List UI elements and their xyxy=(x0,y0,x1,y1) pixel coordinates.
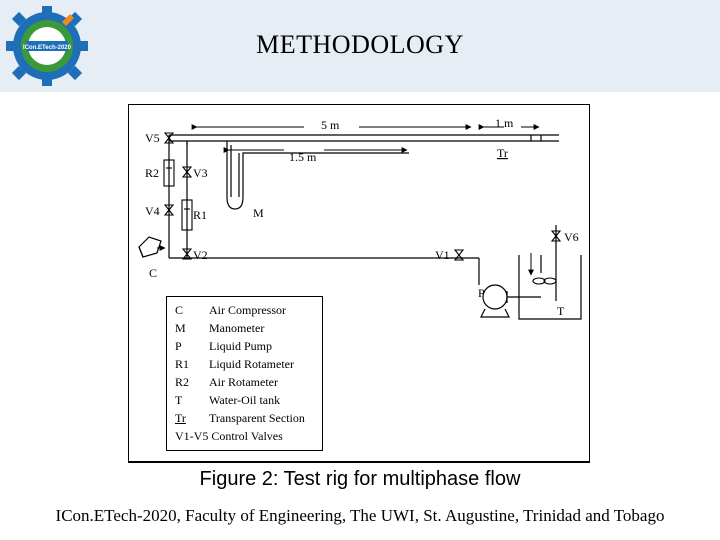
compressor xyxy=(138,236,162,258)
label-v4: V4 xyxy=(145,204,160,218)
legend-description: Transparent Section xyxy=(209,411,305,425)
legend-code: Tr xyxy=(175,411,186,425)
footer-text: ICon.ETech-2020, Faculty of Engineering,… xyxy=(55,506,665,525)
label-r1: R1 xyxy=(193,208,207,222)
legend-code: R1 xyxy=(175,357,190,371)
legend-description: Air Compressor xyxy=(209,303,286,317)
legend-description: Manometer xyxy=(209,321,265,335)
tank-stirrer xyxy=(532,277,557,285)
legend-item: V1-V5 Control Valves xyxy=(175,430,283,443)
label-15m: 1.5 m xyxy=(289,150,317,164)
legend-code: T xyxy=(175,393,183,407)
valve-group xyxy=(163,132,562,261)
legend-code: V1-V5 xyxy=(175,429,209,443)
legend-code: M xyxy=(175,321,186,335)
figure-caption: Figure 2: Test rig for multiphase flow xyxy=(199,468,521,490)
label-c: C xyxy=(149,266,157,280)
legend-description: Water-Oil tank xyxy=(209,393,281,407)
legend-description: Liquid Pump xyxy=(209,339,273,353)
label-v2: V2 xyxy=(193,248,208,262)
label-1m: 1 m xyxy=(495,116,514,130)
dimension-arrows xyxy=(157,124,540,276)
label-v1: V1 xyxy=(435,248,450,262)
label-v6: V6 xyxy=(564,230,579,244)
legend-description: Control Valves xyxy=(211,429,283,443)
label-v5: V5 xyxy=(145,131,160,145)
legend-code: C xyxy=(175,303,184,317)
conference-logo: ICon.ETech-2020 xyxy=(4,4,90,88)
valve-v4 xyxy=(163,204,175,216)
legend-item: Tr Transparent Section xyxy=(175,412,305,425)
rotameter-r2 xyxy=(163,159,175,187)
legend-item: R2 Air Rotameter xyxy=(175,376,278,389)
legend-item: P Liquid Pump xyxy=(175,340,272,353)
header-band xyxy=(0,0,720,92)
legend-item: C Air Compressor xyxy=(175,304,286,317)
label-tr: Tr xyxy=(497,146,508,160)
label-t: T xyxy=(557,304,565,318)
label-v3: V3 xyxy=(193,166,208,180)
valve-v5 xyxy=(163,132,175,144)
test-rig-diagram: V5 R2 V3 V4 R1 M V2 C V1 V6 P T Tr 5 m 1… xyxy=(128,104,590,463)
valve-v2 xyxy=(181,248,193,260)
valve-v3 xyxy=(181,166,193,178)
valve-v1 xyxy=(453,249,465,261)
legend-item: R1 Liquid Rotameter xyxy=(175,358,294,371)
pipe-network xyxy=(168,134,582,320)
legend-description: Liquid Rotameter xyxy=(209,357,294,371)
label-p: P xyxy=(478,286,485,300)
legend-description: Air Rotameter xyxy=(209,375,278,389)
slide-title: METHODOLOGY xyxy=(256,30,464,59)
valve-v6 xyxy=(550,230,562,242)
label-5m: 5 m xyxy=(321,118,340,132)
rotameters xyxy=(163,159,193,231)
label-r2: R2 xyxy=(145,166,159,180)
legend-code: R2 xyxy=(175,375,190,389)
logo-text: ICon.ETech-2020 xyxy=(23,45,72,51)
legend-item: T Water-Oil tank xyxy=(175,394,280,407)
legend-item: M Manometer xyxy=(175,322,264,335)
rotameter-r1 xyxy=(181,199,193,231)
legend-code: P xyxy=(175,339,182,353)
label-m: M xyxy=(253,206,264,220)
pump xyxy=(480,284,510,318)
